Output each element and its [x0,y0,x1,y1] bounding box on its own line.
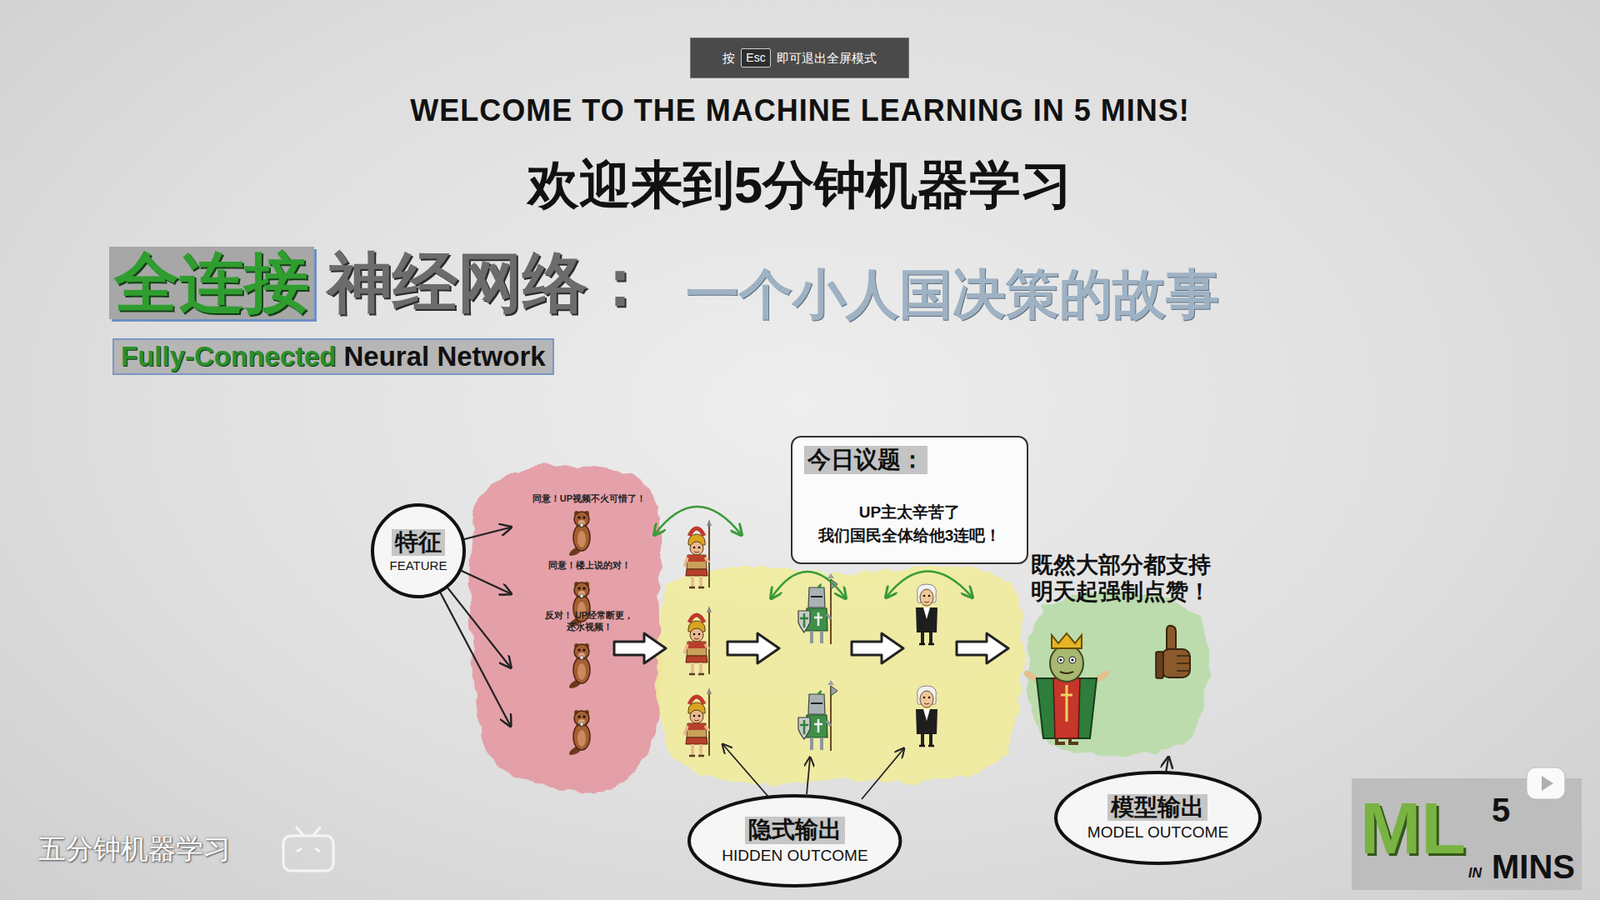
beavers-part [569,710,590,755]
connector-arrow [1165,758,1169,772]
node-subtitle: FEATURE [390,558,448,573]
speech-text: 同意！楼上说的对！ [522,560,656,572]
play-icon-part [1541,775,1554,791]
hint-text: 按 [722,50,735,65]
bilibili-watermark-part [295,826,321,835]
watermark: 五分钟机器学习 [38,833,231,865]
main-title: WELCOME TO THE MACHINE LEARNING IN 5 MIN… [0,93,1600,129]
decision-text: 既然大部分都支持 明天起强制点赞！ [1018,551,1223,606]
input-layer-blob [469,465,662,794]
flow-arrows-part [956,633,1009,664]
agenda-box: 今日议题： UP主太辛苦了 我们国民全体给他3连吧！ [790,435,1029,565]
speech-text: 反对！ UP经常断更，还水视频！ [526,610,652,634]
hidden-layer-blob [656,566,1025,785]
hint-text: 即可退出全屏模式 [776,50,877,65]
flow-arrows-part [614,633,666,664]
topic-heading: 神经网络： [327,246,653,320]
hidden-leader-lines-part [861,749,904,800]
bilibili-watermark-part [283,835,334,871]
logo-text: IN [1468,866,1482,880]
connector-arrow [460,570,510,594]
knights [798,573,838,751]
ellipse-shape [1055,772,1260,864]
node-title: 模型输出 [1107,794,1208,821]
beavers [569,510,590,755]
ellipse-shape [689,795,900,886]
beavers-part [569,510,590,556]
model-outcome-ellipse: 模型输出 MODEL OUTCOME [1054,770,1262,865]
roman-soldiers-part [684,519,712,588]
speech-text: 同意！UP视频不火可惜了！ [522,493,656,505]
node-title: 隐式输出 [745,816,845,844]
bilibili-watermark-part [296,848,320,852]
play-icon [1526,767,1565,800]
connector-arrow [440,592,510,725]
subtitle-box: Fully-ConnectedNeural Network [112,338,555,375]
knights-part [798,680,838,751]
logo-text: ML [1360,791,1466,865]
bilibili-watermark [283,826,334,871]
opinion-group: 同意！UP视频不火可惜了！ 同意！楼上说的对！ 反对！ UP经常断更，还水视频！ [510,490,669,740]
hidden-leader-lines-part [806,758,810,795]
connector-arrow [463,527,510,540]
gentlemen-part [915,685,938,746]
connector-arrow [447,587,510,667]
discussion-arcs-part [655,506,741,535]
knights-part [798,573,838,645]
node-subtitle: MODEL OUTCOME [1087,823,1229,842]
output-layer-blob [1026,591,1209,756]
key-cap: Esc [740,48,770,67]
flow-arrows-part [851,633,904,664]
feature-circle: 特征 FEATURE [370,503,466,599]
fullscreen-hint-bar: 按 Esc 即可退出全屏模式 [690,37,910,79]
roman-soldiers-part [684,687,712,756]
flow-arrows-part [727,633,780,664]
node-title: 特征 [391,529,445,556]
decision-group: 既然大部分都支持 明天起强制点赞！ [1018,551,1226,759]
hidden-leader-lines-part [723,745,769,797]
gentlemen-part [915,584,938,645]
roman-soldiers [684,519,712,756]
discussion-arcs-part [886,571,972,598]
topic-subheading: 一个小人国决策的故事 [685,265,1220,325]
roman-soldiers-part [684,605,712,675]
logo-text: MINS [1491,850,1575,884]
hidden-leader-lines [723,745,904,800]
agenda-heading: 今日议题： [804,445,928,475]
circle-shape [372,505,465,597]
english-keyword: Fully-Connected [120,340,337,373]
logo-text: 5 [1491,793,1510,827]
topic-keyword: 全连接 [109,246,315,320]
hidden-outcome-ellipse: 隐式输出 HIDDEN OUTCOME [687,794,902,888]
king [1026,633,1107,744]
chinese-title: 欢迎来到5分钟机器学习 [0,155,1600,215]
english-heading: Neural Network [344,340,546,373]
agenda-body: UP主太辛苦了 我们国民全体给他3连吧！ [800,500,1019,547]
discussion-arcs-part [771,571,845,598]
gentlemen [915,584,938,746]
play-icon-part [1526,767,1565,800]
node-subtitle: HIDDEN OUTCOME [721,846,868,865]
beavers-part [569,643,590,689]
thumbs-up [1155,625,1190,679]
